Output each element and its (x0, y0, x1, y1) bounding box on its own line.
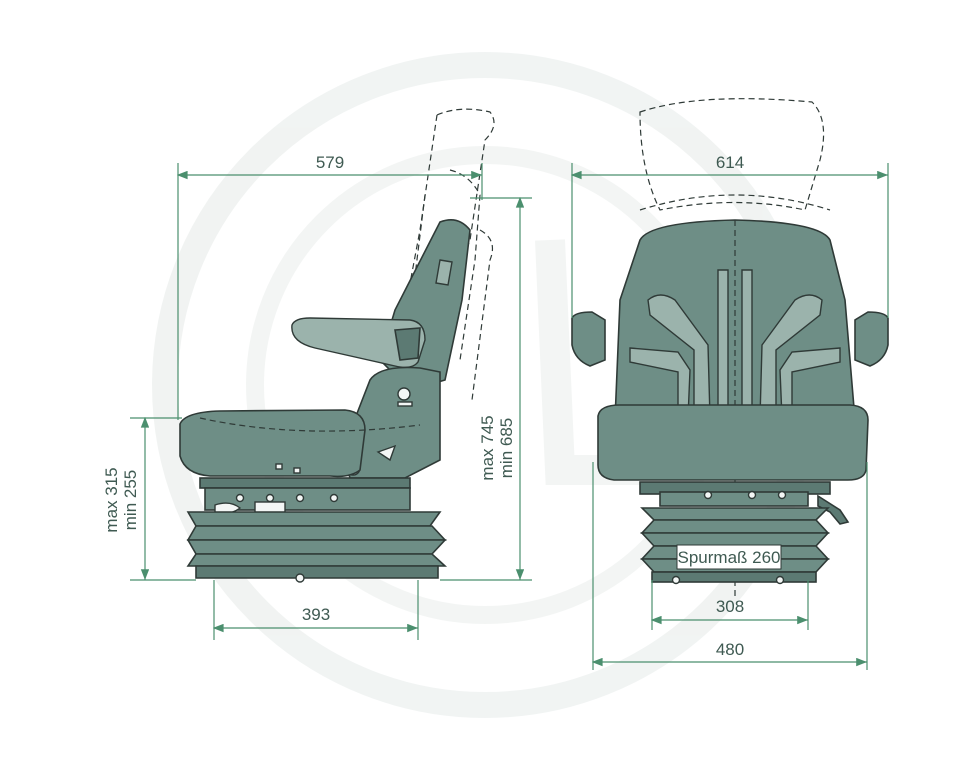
front-base-width-label: 480 (716, 640, 744, 659)
suspension-max-label: max 315 (102, 467, 121, 532)
height-min-label: min 685 (497, 418, 516, 478)
front-view: Spurmaß 260 (571, 98, 889, 600)
side-cushion (179, 409, 366, 478)
side-bellows (186, 511, 448, 579)
height-max-label: max 745 (478, 415, 497, 480)
track-label-box (676, 544, 782, 570)
dimension-579: 579 (176, 153, 483, 420)
front-width-label: 614 (716, 153, 744, 172)
dimension-suspension-height: max 315 min 255 (102, 416, 196, 581)
dimension-480: 480 (591, 462, 868, 670)
side-width-label: 579 (316, 153, 344, 172)
suspension-min-label: min 255 (121, 470, 140, 530)
rail-width-label: 308 (716, 597, 744, 616)
side-view (179, 108, 495, 583)
dimension-614: 614 (570, 153, 889, 318)
dimension-393: 393 (212, 580, 419, 640)
dimension-seat-height: max 745 min 685 (440, 196, 532, 581)
dimension-308: 308 (650, 580, 809, 630)
track-label: Spurmaß 260 (678, 548, 781, 567)
side-armrest (291, 317, 426, 369)
front-cushion (597, 404, 869, 481)
side-base-width-label: 393 (302, 605, 330, 624)
